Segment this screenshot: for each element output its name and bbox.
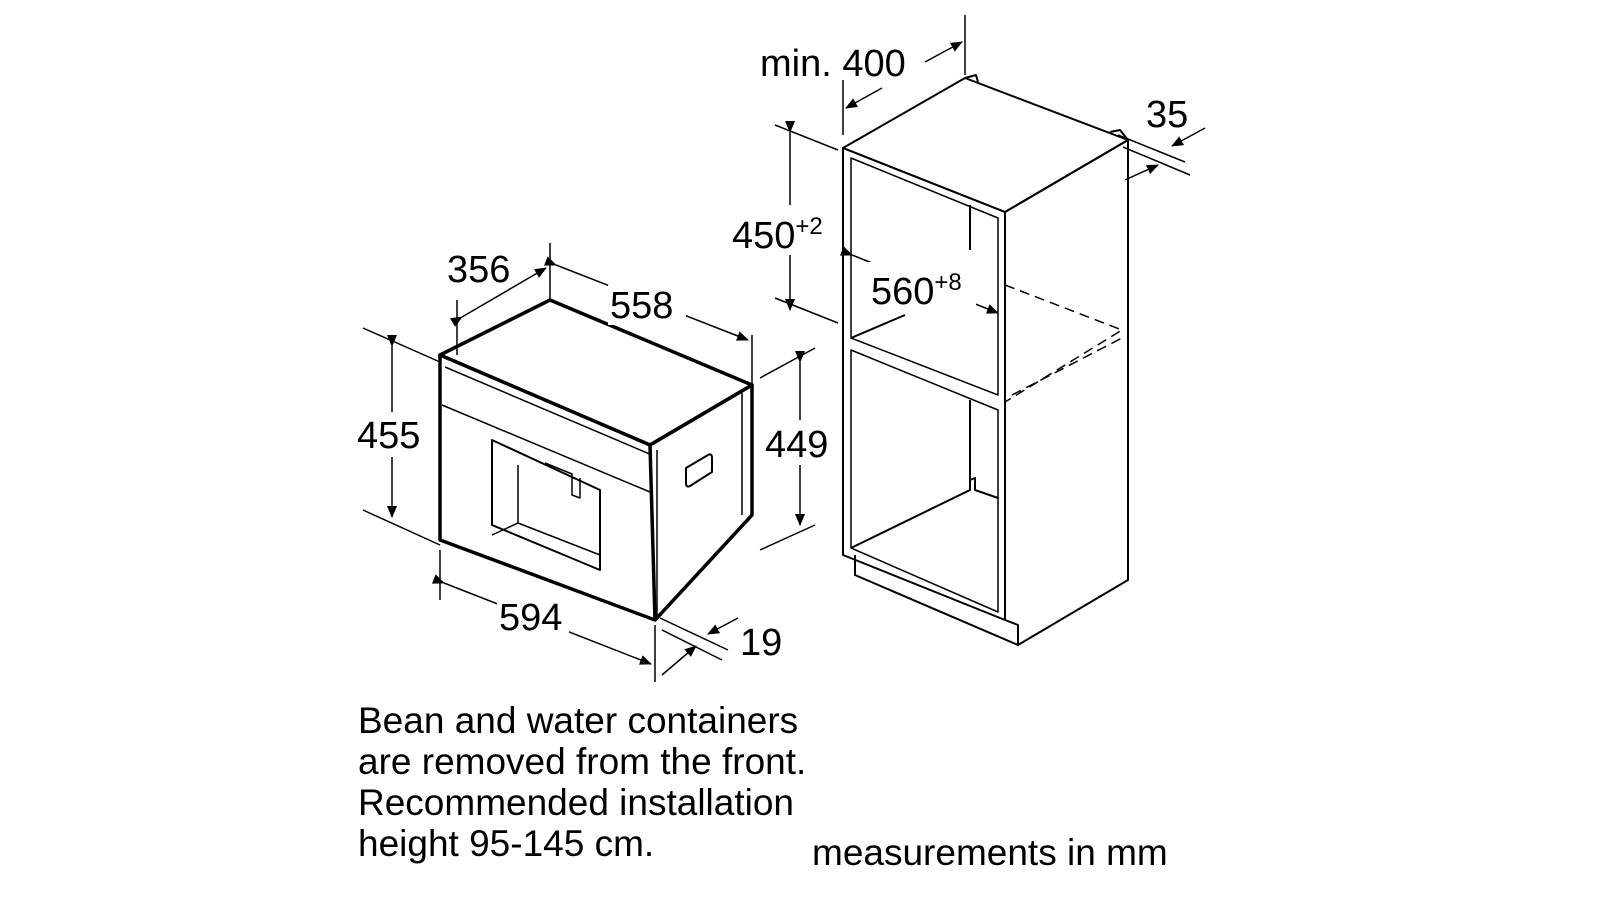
- side-handle: [685, 453, 713, 488]
- dim-35: 35: [1146, 94, 1188, 136]
- appliance-drawing: [438, 298, 754, 622]
- dim-356: 356: [447, 249, 510, 291]
- dim-450: 450+2: [732, 213, 823, 257]
- dim-558: 558: [610, 285, 673, 327]
- note-line: Recommended installation: [358, 782, 795, 823]
- shelf-dashed: [1004, 284, 1123, 403]
- dim-min-400: min. 400: [760, 43, 906, 85]
- dim-455: 455: [357, 415, 420, 457]
- dimension-labels: 356 558 455 449 594 19 min. 400 450+2 56…: [355, 43, 1188, 664]
- coffee-outlet-window: [491, 439, 601, 571]
- note-line: are removed from the front.: [358, 741, 807, 782]
- units-label: measurements in mm: [812, 832, 1168, 873]
- appliance-side: [649, 383, 754, 622]
- cabinet-drawing: [842, 74, 1129, 646]
- dim-594: 594: [499, 597, 562, 639]
- installation-note: Bean and water containers are removed fr…: [358, 700, 806, 864]
- note-line: height 95-145 cm.: [358, 823, 655, 864]
- appliance-panel-line: [441, 404, 651, 493]
- note-line: Bean and water containers: [358, 700, 799, 741]
- cabinet-top: [842, 77, 1129, 213]
- dim-560: 560+8: [871, 269, 962, 313]
- dim-449: 449: [765, 424, 828, 466]
- dim-19: 19: [740, 622, 782, 664]
- cabinet-plinth: [854, 555, 1019, 646]
- cabinet-side: [1004, 139, 1129, 646]
- cabinet-front: [842, 147, 1006, 621]
